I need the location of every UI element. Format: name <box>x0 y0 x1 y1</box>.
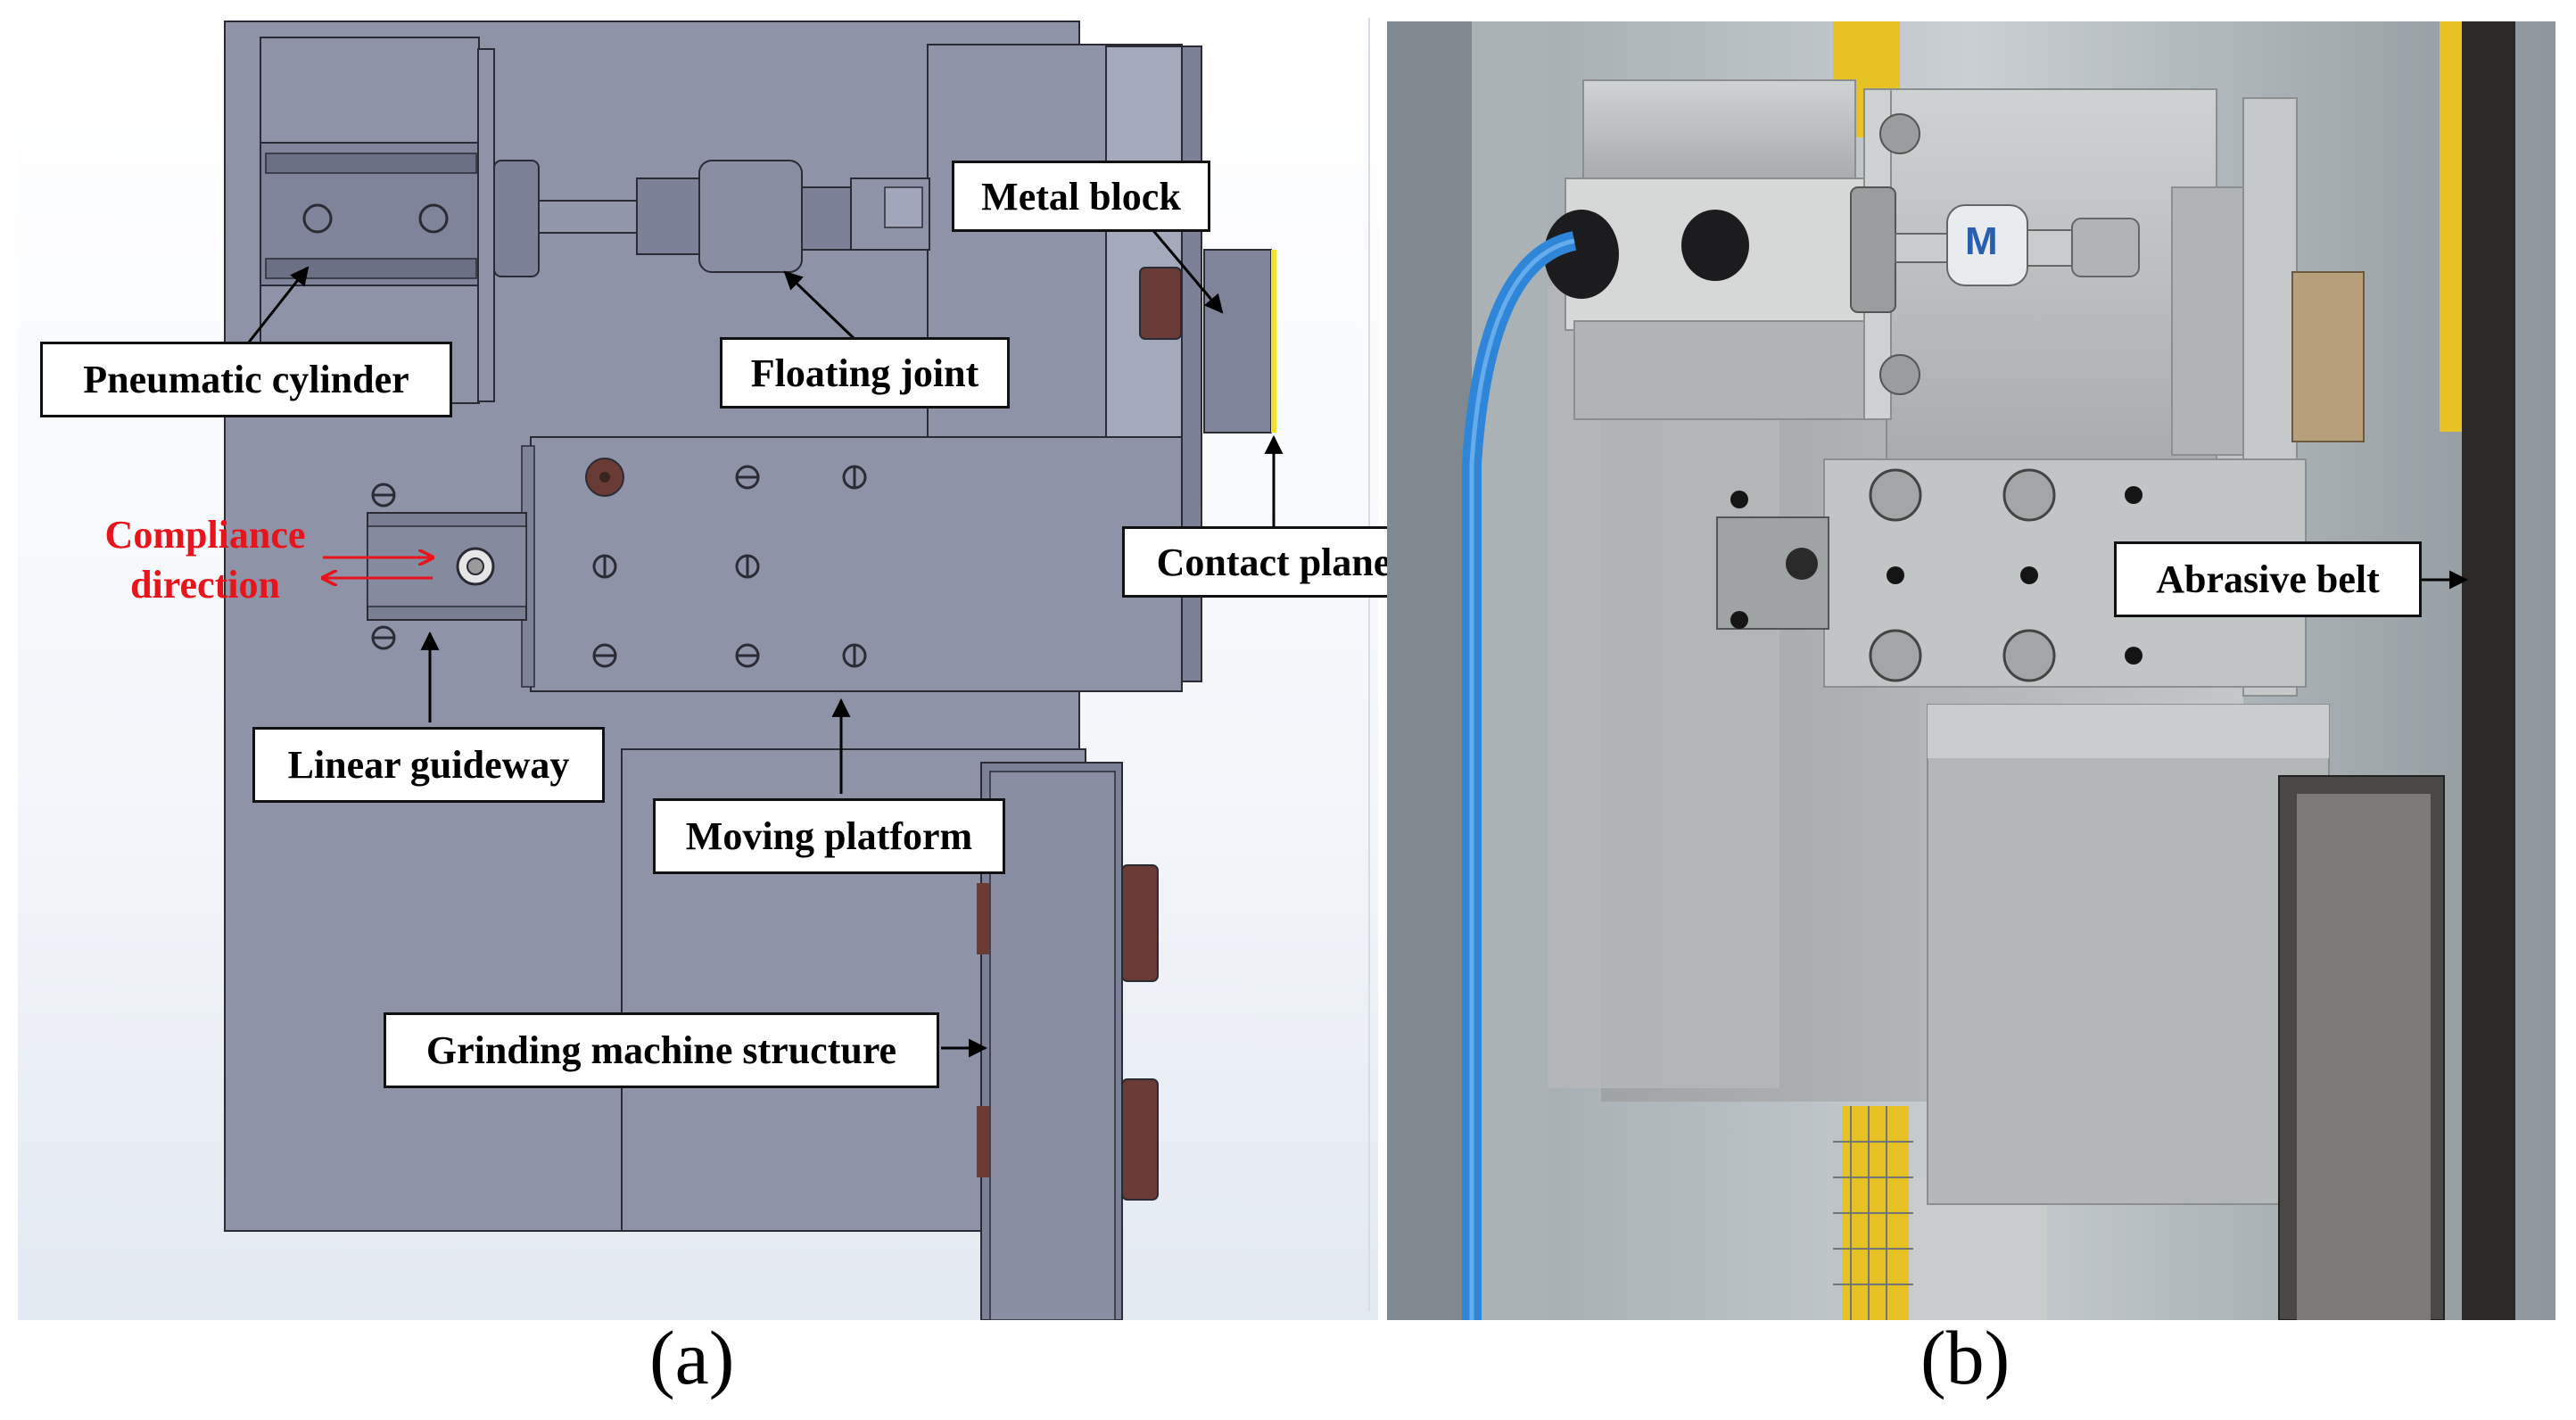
structure-bolt-2 <box>1121 1078 1159 1201</box>
cad-drawing <box>18 18 1378 1320</box>
floating-joint-body <box>698 160 803 273</box>
cylinder-top <box>1582 79 1856 179</box>
joint-nut-1 <box>636 178 700 255</box>
caption-b: (b) <box>1920 1315 2010 1400</box>
contact-plane-face <box>1271 250 1276 433</box>
air-fitting-2 <box>1681 210 1749 281</box>
photo-illustration: M <box>1387 21 2555 1320</box>
compliance-direction-line1: Compliance <box>104 513 306 557</box>
l-bracket <box>1886 88 2217 460</box>
label-compliance-direction: Compliance direction <box>85 510 326 610</box>
platform-screws <box>371 465 867 668</box>
piston-rod <box>538 200 638 234</box>
label-floating-joint: Floating joint <box>720 337 1010 409</box>
label-grinding-machine-structure: Grinding machine structure <box>384 1012 939 1088</box>
platform-bolts-photo <box>1869 468 2056 682</box>
label-contact-plane: Contact plane <box>1122 526 1425 598</box>
left-frame <box>1387 21 1472 1320</box>
leader-metal-block <box>1149 227 1224 314</box>
svg-text:M: M <box>1965 219 1998 263</box>
label-metal-block: Metal block <box>952 161 1210 232</box>
metal-block <box>1203 249 1272 433</box>
label-pneumatic-cylinder: Pneumatic cylinder <box>40 342 452 417</box>
compliance-direction-line2: direction <box>130 563 280 607</box>
abrasive-belt <box>2462 21 2515 1320</box>
metal-block-photo <box>2291 271 2365 442</box>
leader-pneumatic-cylinder <box>243 266 310 349</box>
rod-nut-photo <box>1850 186 1896 313</box>
label-linear-guideway: Linear guideway <box>252 727 605 803</box>
panel-a-cad-drawing: Pneumatic cylinder Floating joint Metal … <box>0 0 1425 1320</box>
label-moving-platform: Moving platform <box>653 798 1005 874</box>
air-fitting-1 <box>1544 210 1619 299</box>
structure-bolt-1 <box>1121 864 1159 982</box>
lower-box-photo <box>1927 704 2330 1205</box>
label-abrasive-belt: Abrasive belt <box>2114 541 2422 617</box>
joint-nut-2 <box>801 186 852 251</box>
platform-holes-photo <box>1730 486 2143 665</box>
leader-floating-joint <box>783 270 856 341</box>
cylinder-port-2 <box>418 203 449 234</box>
bracket-window <box>1105 45 1194 440</box>
mesh-grid <box>1833 1106 1913 1320</box>
cylinder-port-1 <box>302 203 333 234</box>
metal-block-bolt <box>1139 267 1182 340</box>
rod-nut <box>493 160 540 277</box>
caption-a: (a) <box>649 1315 735 1400</box>
panel-b-photo: M Abrasive belt <box>1387 0 2576 1320</box>
moving-platform <box>530 436 1183 692</box>
